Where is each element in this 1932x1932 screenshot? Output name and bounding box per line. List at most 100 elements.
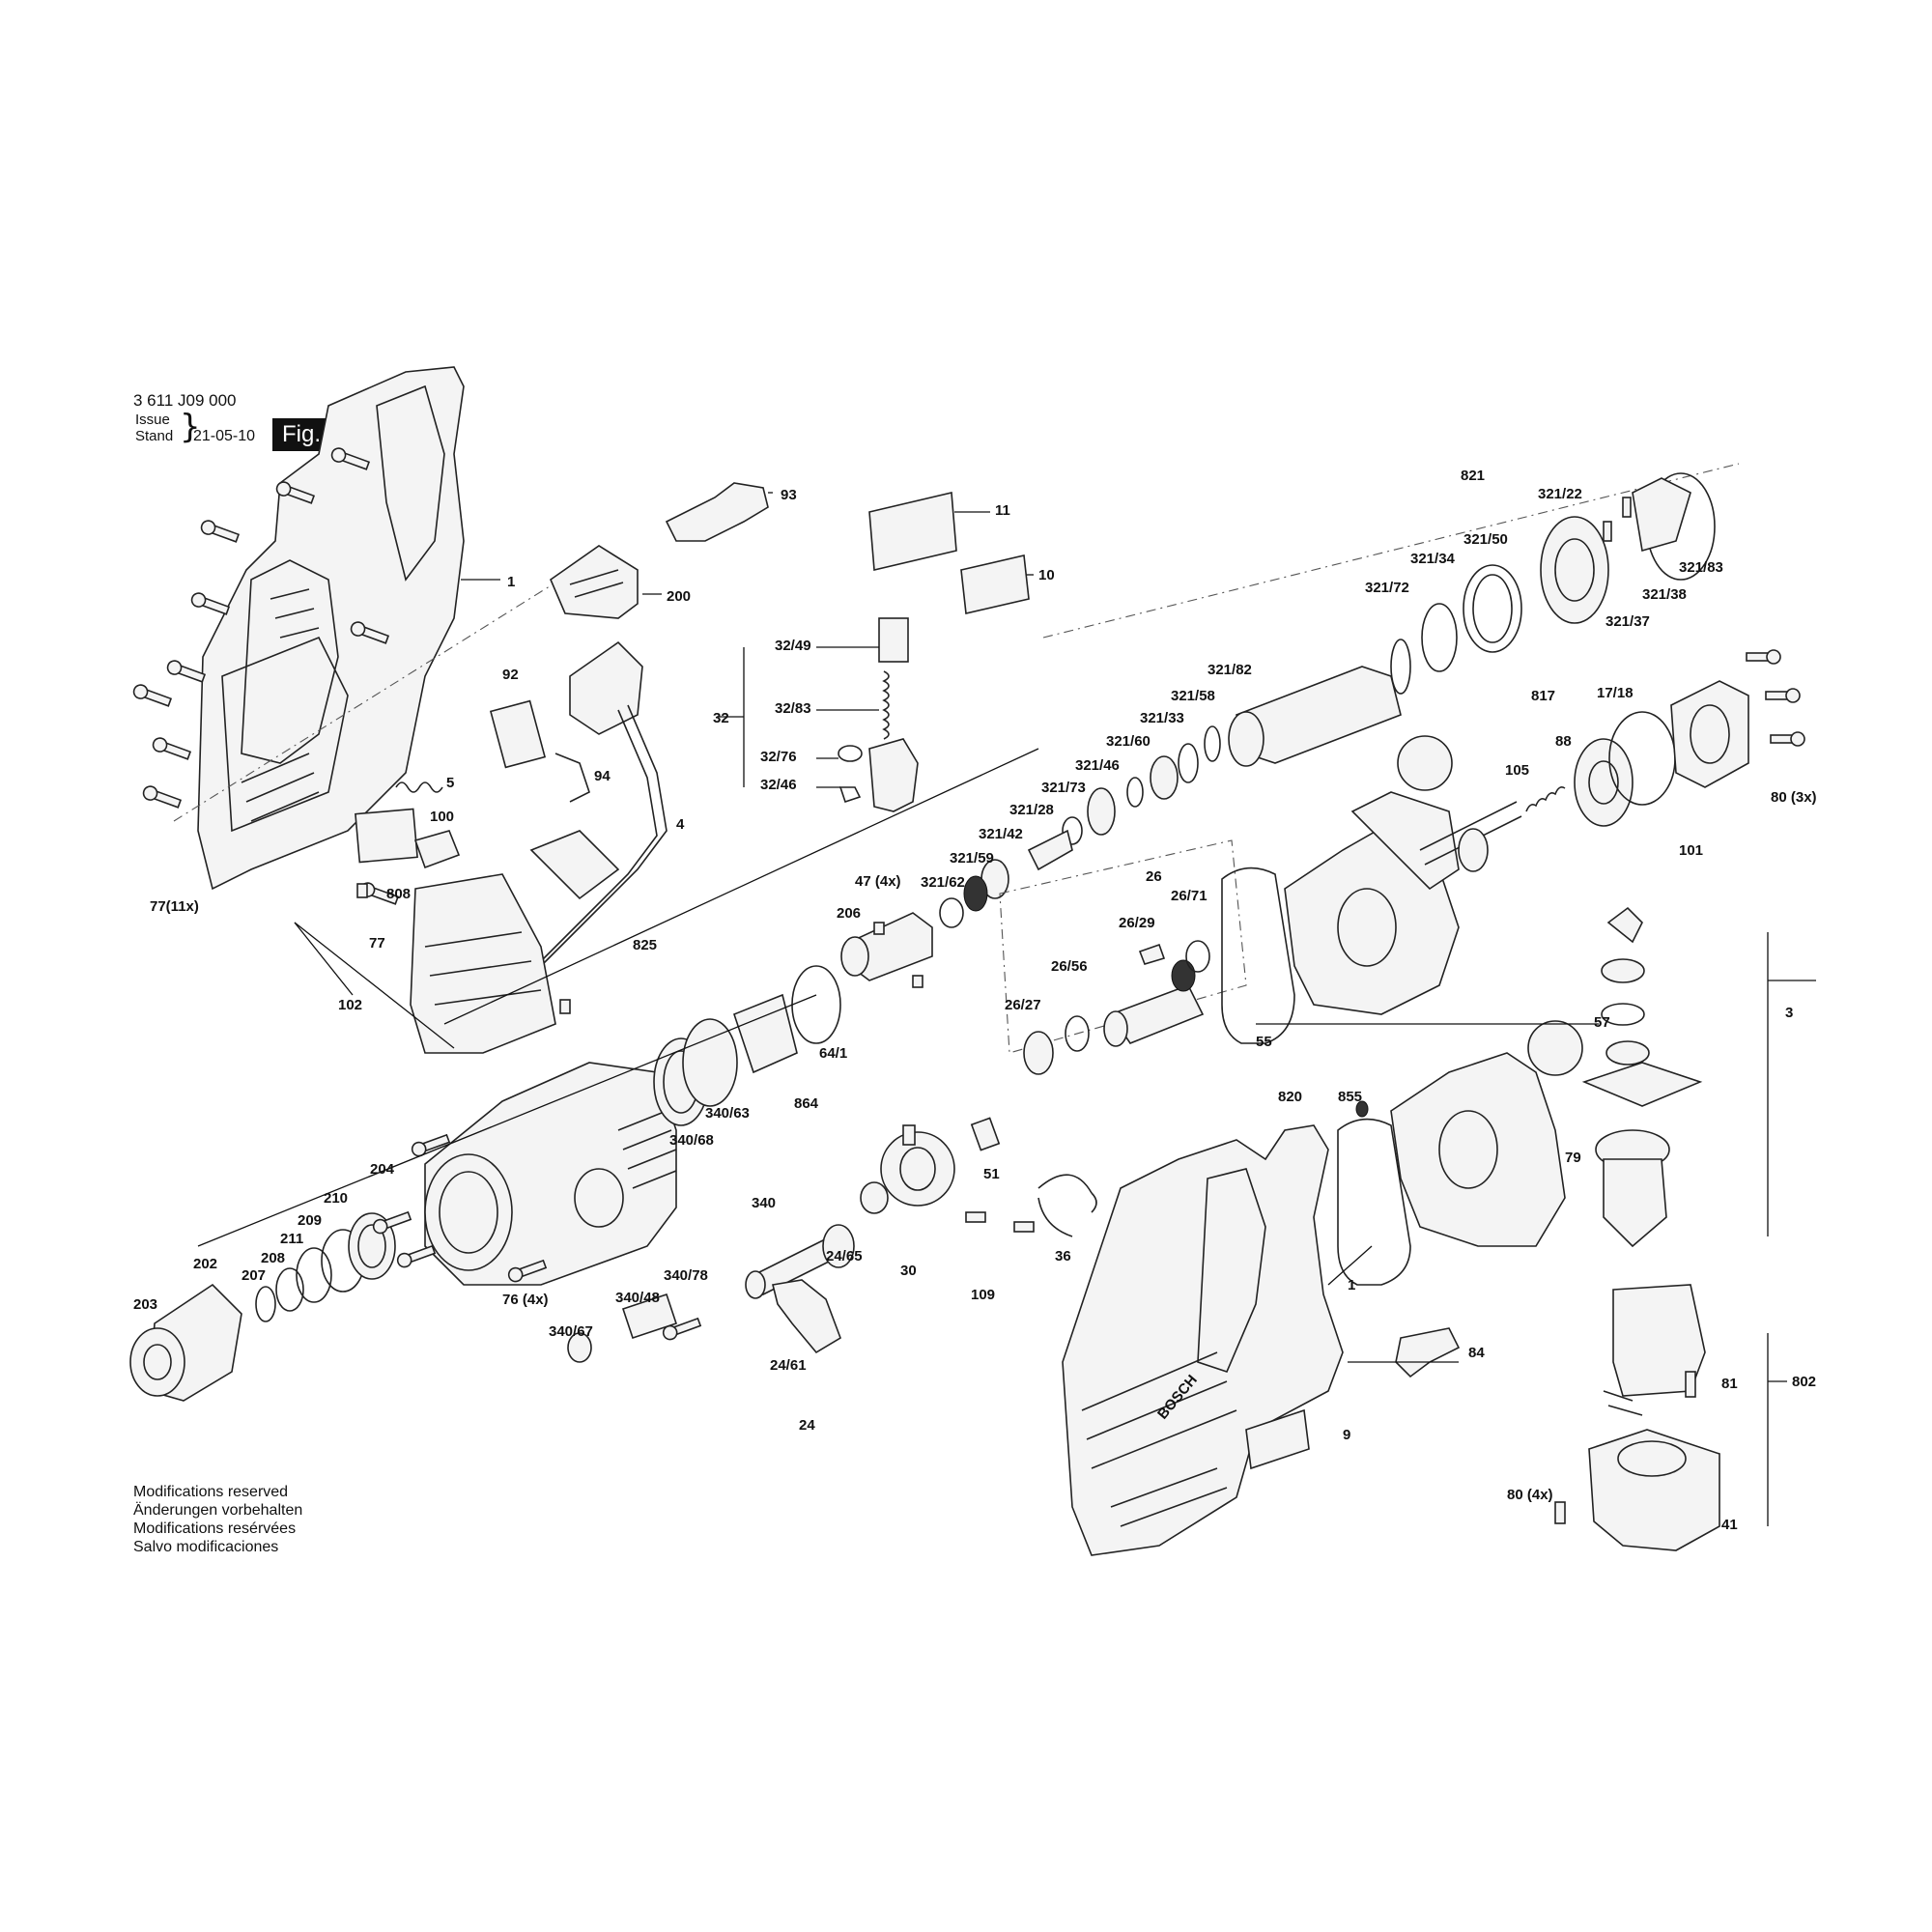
callout-17-18: 17/18 (1597, 685, 1634, 701)
callout-340-67: 340/67 (549, 1323, 593, 1340)
callout-76-4x: 76 (4x) (502, 1292, 549, 1308)
part-51-drawing (970, 1117, 1001, 1151)
needle-bearing-340-63-drawing (682, 1018, 738, 1107)
pin-109-drawing (965, 1211, 986, 1223)
switch-4-drawing (530, 640, 668, 972)
callout-321-28: 321/28 (1009, 802, 1054, 818)
pin-drawing (1603, 521, 1612, 542)
callout-207: 207 (242, 1267, 266, 1284)
callout-802: 802 (1792, 1374, 1816, 1390)
footer-line-en: Modifications reserved (133, 1484, 289, 1500)
gear-housing-lower-drawing (1390, 1020, 1583, 1247)
callout-51: 51 (983, 1166, 1000, 1182)
pin-109-drawing (1013, 1221, 1035, 1233)
callout-26-56: 26/56 (1051, 958, 1088, 975)
callout-206: 206 (837, 905, 861, 922)
clutch-ring-drawing (1632, 477, 1691, 553)
ring-208-drawing (275, 1267, 304, 1312)
callout-24: 24 (799, 1417, 815, 1434)
label-plate-808-drawing (355, 808, 418, 864)
callout-41: 41 (1721, 1517, 1738, 1533)
callout-321-50: 321/50 (1463, 531, 1508, 548)
callout-93: 93 (781, 487, 797, 503)
callout-88: 88 (1555, 733, 1572, 750)
pin-drawing (559, 999, 571, 1014)
callout-855: 855 (1338, 1089, 1362, 1105)
pin-drawing (356, 883, 368, 898)
callout-321-42: 321/42 (979, 826, 1023, 842)
label-11-drawing (868, 492, 957, 571)
callout-321-72: 321/72 (1365, 580, 1409, 596)
callout-11: 11 (995, 502, 1010, 519)
callout-4: 4 (676, 816, 685, 833)
callout-821: 821 (1461, 468, 1485, 484)
callout-92: 92 (502, 667, 519, 683)
callout-109: 109 (971, 1287, 995, 1303)
callout-340-68: 340/68 (669, 1132, 714, 1149)
battery-interface-102-drawing (410, 830, 620, 1054)
callout-5: 5 (446, 775, 454, 791)
piston-26-drawing (1023, 940, 1210, 1075)
callout-47-4x: 47 (4x) (855, 873, 901, 890)
ring-drawing (1390, 639, 1411, 695)
label-10-drawing (960, 554, 1030, 614)
callout-817: 817 (1531, 688, 1555, 704)
callout-80-4x: 80 (4x) (1507, 1487, 1553, 1503)
callout-340: 340 (752, 1195, 776, 1211)
small-rings-drawing (939, 725, 1221, 928)
callout-1: 1 (507, 574, 515, 590)
part-94-drawing (554, 753, 590, 803)
screw-81-drawing (1685, 1371, 1696, 1398)
issue-stand-label: Issue Stand (135, 412, 173, 444)
plate-340-48-drawing (621, 1293, 678, 1340)
callout-820: 820 (1278, 1089, 1302, 1105)
callout-321-34: 321/34 (1410, 551, 1456, 567)
spring-drawing (1463, 564, 1522, 653)
callout-32-49: 32/49 (775, 638, 811, 654)
leader-lines (461, 492, 1816, 1526)
sleeve-drawing (733, 993, 798, 1074)
callout-202: 202 (193, 1256, 217, 1272)
callout-84: 84 (1468, 1345, 1485, 1361)
callout-321-46: 321/46 (1075, 757, 1120, 774)
footer-line-de: Änderungen vorbehalten (133, 1502, 303, 1519)
callout-203: 203 (133, 1296, 157, 1313)
callout-211: 211 (280, 1231, 303, 1247)
callout-340-63: 340/63 (705, 1105, 750, 1122)
brush-holder-32-drawing (838, 617, 919, 812)
callout-32-83: 32/83 (775, 700, 811, 717)
callout-321-60: 321/60 (1106, 733, 1151, 750)
footer-line-fr: Modifications resérvées (133, 1520, 297, 1537)
callout-80-3x: 80 (3x) (1771, 789, 1817, 806)
clip-36-drawing (1037, 1174, 1097, 1237)
gear-housing-drawing (1284, 735, 1460, 1015)
callout-100: 100 (430, 809, 454, 825)
callout-208: 208 (261, 1250, 285, 1266)
callout-321-38: 321/38 (1642, 586, 1687, 603)
stand-label: Stand (135, 428, 174, 444)
callout-36: 36 (1055, 1248, 1071, 1264)
armature-3-drawing (1581, 906, 1703, 1248)
label-9-drawing (1245, 1408, 1310, 1470)
intermediate-shaft-340-drawing (567, 1224, 855, 1363)
bearing-340-67-drawing (567, 1332, 592, 1363)
callout-26-29: 26/29 (1119, 915, 1155, 931)
bevel-gear-88-drawing (1574, 738, 1634, 827)
screws-76-4x-drawing (372, 1133, 702, 1341)
part-100-drawing (413, 830, 461, 869)
callout-57: 57 (1594, 1014, 1610, 1031)
callout-321-22: 321/22 (1538, 486, 1582, 502)
callout-340-78: 340/78 (664, 1267, 708, 1284)
bearing-drawing (1458, 828, 1489, 872)
ring-drawing (1421, 603, 1458, 672)
callout-64-1: 64/1 (819, 1045, 847, 1062)
callout-808: 808 (386, 886, 411, 902)
callout-32-46: 32/46 (760, 777, 797, 793)
callout-32: 32 (713, 710, 729, 726)
callout-101: 101 (1679, 842, 1703, 859)
drop-855-drawing (1355, 1100, 1369, 1118)
spring-drawing (1525, 786, 1566, 812)
issue-label: Issue (135, 412, 170, 428)
callout-1b: 1 (1348, 1277, 1355, 1293)
